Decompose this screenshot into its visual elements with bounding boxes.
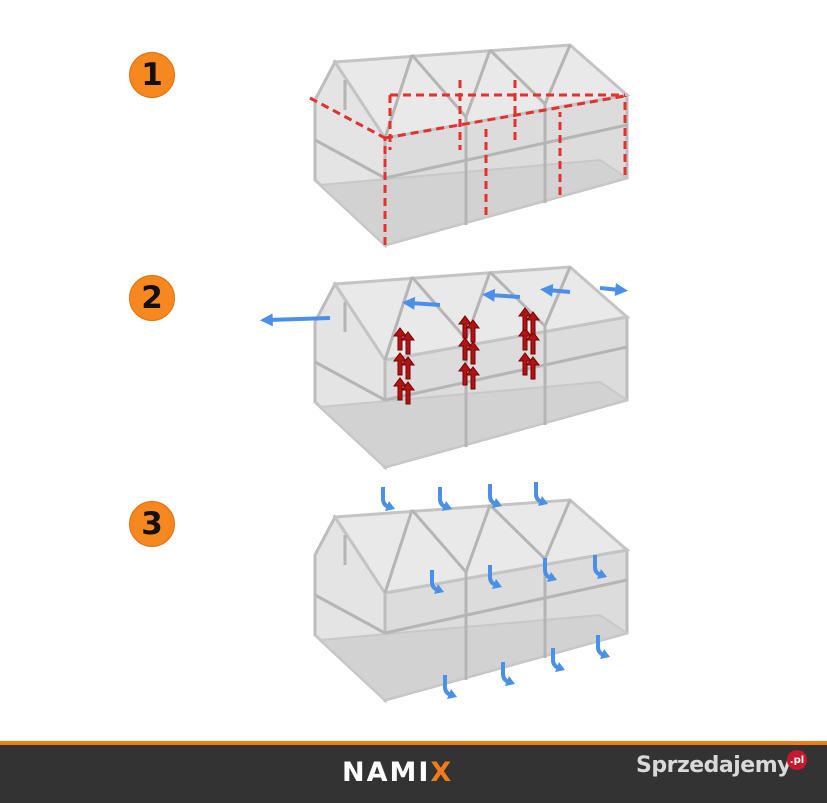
step-badge-3: 3	[129, 501, 175, 547]
greenhouse-illustrations	[260, 43, 631, 704]
air-arrow-head-icon	[385, 501, 395, 511]
air-arrow-head-icon	[402, 296, 416, 310]
heat-arrow-up-icon	[526, 356, 540, 380]
greenhouse	[313, 265, 631, 471]
air-arrow-head-icon	[482, 288, 496, 302]
heat-arrow-up-icon	[518, 307, 532, 331]
air-arrow-head-icon	[597, 569, 607, 579]
floor-base	[314, 380, 630, 469]
frame-tube	[488, 503, 547, 561]
frame-dash-line	[309, 96, 386, 140]
air-arrow-head-icon	[492, 579, 502, 589]
air-arrow-head-icon	[600, 649, 610, 659]
frame-tube	[410, 509, 468, 573]
heat-arrow-up-icon	[458, 337, 472, 361]
air-arrow-head-icon	[434, 584, 444, 594]
frame-dash-line	[384, 94, 626, 140]
sprzedajemy-pl-badge: .pl	[787, 750, 807, 770]
air-arrow-shaft	[409, 301, 441, 307]
logo-text: NAMI	[342, 757, 431, 788]
greenhouse	[313, 498, 631, 704]
air-arrow-head-icon	[547, 572, 557, 582]
air-arrow-head-icon	[555, 662, 565, 672]
frame-tube	[384, 345, 628, 402]
air-arrow-head-icon	[447, 689, 457, 699]
frame-tube	[410, 276, 468, 340]
heat-arrow-up-icon	[466, 366, 480, 390]
frame-tube	[384, 578, 628, 635]
air-arrow-head-icon	[260, 313, 273, 327]
frame-tube	[383, 509, 414, 594]
frame-tube	[383, 276, 414, 361]
heat-arrow-up-icon	[401, 331, 415, 355]
air-arrow-shaft	[489, 293, 521, 299]
frame-tube	[543, 499, 572, 560]
heat-arrow-up-icon	[466, 319, 480, 343]
heat-arrow-up-icon	[518, 327, 532, 351]
heat-arrow-up-icon	[458, 315, 472, 339]
heat-arrow-up-icon	[526, 311, 540, 335]
heat-arrow-up-icon	[526, 331, 540, 355]
frame-tube	[314, 360, 386, 402]
heat-arrow-up-icon	[393, 352, 407, 376]
step-badge-1: 1	[129, 52, 175, 98]
sprzedajemy-logo: Sprzedajemy	[636, 753, 792, 778]
floor-base	[314, 158, 630, 247]
frame-tube	[464, 49, 492, 118]
heat-arrow-up-icon	[393, 377, 407, 401]
heat-arrow-up-icon	[518, 352, 532, 376]
frame-tube	[543, 266, 572, 327]
air-arrow-head-icon	[505, 676, 515, 686]
air-arrow-head-icon	[614, 283, 628, 296]
frame-tube	[384, 123, 628, 180]
greenhouse	[309, 43, 631, 249]
air-arrow-head-icon	[540, 283, 554, 297]
frame-tube	[464, 504, 492, 573]
frame-tube	[410, 54, 468, 118]
namix-logo: NAMIX	[342, 757, 453, 788]
frame-tube	[314, 138, 386, 180]
air-arrow-shaft	[267, 316, 331, 322]
footer-accent-line	[0, 741, 827, 745]
air-arrow-head-icon	[538, 496, 548, 506]
floor-base	[314, 613, 630, 702]
frame-tube	[314, 593, 386, 635]
heat-arrow-up-icon	[393, 327, 407, 351]
air-arrow-head-icon	[492, 498, 502, 508]
heat-arrow-up-icon	[466, 341, 480, 365]
step-badge-2: 2	[129, 275, 175, 321]
footer-bar	[0, 745, 827, 803]
heat-arrow-up-icon	[458, 362, 472, 386]
air-arrow-head-icon	[442, 501, 452, 511]
heat-arrow-up-icon	[401, 381, 415, 405]
heat-arrow-up-icon	[401, 356, 415, 380]
logo-x: X	[430, 757, 454, 788]
